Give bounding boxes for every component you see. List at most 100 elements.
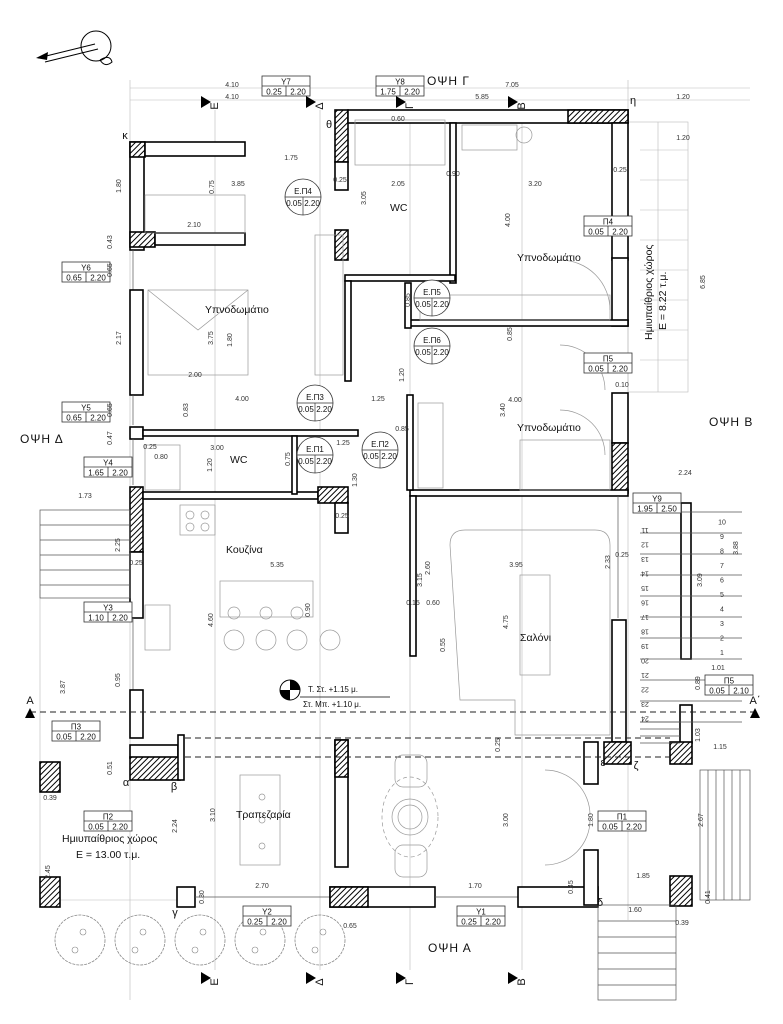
opening-tag-name: Π1 <box>617 813 628 822</box>
stair-step-number: 8 <box>720 549 724 556</box>
opening-tag-name: Π4 <box>603 218 614 227</box>
opening-tag-width: 1.75 <box>380 88 396 97</box>
opening-tag-height: 2.20 <box>112 614 128 623</box>
dimension-label: 3.95 <box>509 562 523 569</box>
dimension-label: 3.00 <box>210 445 224 452</box>
dimension-label: 4.60 <box>208 613 215 627</box>
opening-tag-height: 2.20 <box>404 88 420 97</box>
stair-step-number: 4 <box>720 607 724 614</box>
dimension-label: 3.20 <box>528 181 542 188</box>
room-label-kitchen: Κουζίνα <box>226 544 263 556</box>
dimension-label: 2.24 <box>172 819 179 833</box>
dimension-label: 2.70 <box>255 883 269 890</box>
stair-step-number: 14 <box>641 570 649 577</box>
stair-step-number: 1 <box>720 650 724 657</box>
dimension-label: 2.33 <box>605 555 612 569</box>
dimension-label: 2.67 <box>698 813 705 827</box>
stair-step-number: 18 <box>641 628 649 635</box>
elevation-label-north: ΟΨΗ Γ <box>427 74 470 88</box>
stair-step-number: 12 <box>641 541 649 548</box>
section-marker-label: Α <box>26 695 34 707</box>
dimension-label: 0.10 <box>615 382 629 389</box>
dimension-label: 6.85 <box>700 275 707 289</box>
door-tag-height: 2.20 <box>316 457 332 466</box>
dimension-label: 3.85 <box>231 181 245 188</box>
dimension-label: 1.73 <box>78 493 92 500</box>
stair-step-number: 15 <box>641 584 649 591</box>
door-tag-height: 2.20 <box>433 300 449 309</box>
dimension-label: 0.89 <box>695 676 702 690</box>
corner-point-label: η <box>630 95 636 107</box>
dimension-label: 0.80 <box>154 454 168 461</box>
dimension-label: 0.25 <box>615 552 629 559</box>
semi-outdoor-east-area: Ε = 8.22 τ.μ. <box>657 272 669 330</box>
dimension-label: 1.85 <box>636 873 650 880</box>
corner-point-label: γ <box>172 907 178 919</box>
opening-tag-height: 2.10 <box>733 687 749 696</box>
stair-step-number: 23 <box>641 700 649 707</box>
stair-step-number: 3 <box>720 621 724 628</box>
dimension-label: 0.85 <box>395 426 409 433</box>
door-tag-width: 0.05 <box>286 199 302 208</box>
dimension-label: 0.25 <box>143 444 157 451</box>
semi-outdoor-west-label: Ημιυπαίθριος χώρος <box>62 833 157 845</box>
door-tag-height: 2.20 <box>304 199 320 208</box>
dimension-label: 0.25 <box>129 560 143 567</box>
stair-step-number: 2 <box>720 636 724 643</box>
opening-tag-width: 0.05 <box>88 823 104 832</box>
section-marker-label: Γ <box>404 979 416 985</box>
dimension-label: 2.10 <box>187 222 201 229</box>
dimension-label: 4.00 <box>505 213 512 227</box>
opening-tag-height: 2.20 <box>80 733 96 742</box>
opening-tag-name: Π5 <box>724 677 735 686</box>
section-marker-label: Β <box>516 102 528 109</box>
dimension-label: 3.75 <box>208 331 215 345</box>
tree-icon <box>294 914 346 966</box>
opening-tag-height: 2.50 <box>661 505 677 514</box>
door-tag-name: Ε.Π1 <box>306 445 324 454</box>
dimension-label: 2.45 <box>45 865 52 879</box>
opening-tag-width: 0.25 <box>266 88 282 97</box>
door-tag-width: 0.05 <box>363 452 379 461</box>
dimension-label: 1.25 <box>336 440 350 447</box>
dimension-label: 5.35 <box>270 562 284 569</box>
section-arrow-icon <box>508 96 518 108</box>
dimension-label: 4.75 <box>503 615 510 629</box>
opening-tag-name: Π5 <box>603 355 614 364</box>
dimension-label: 3.05 <box>361 191 368 205</box>
dimension-label: 2.25 <box>115 538 122 552</box>
opening-tag-name: Y4 <box>103 459 113 468</box>
semi-outdoor-west-area: Ε = 13.00 τ.μ. <box>76 849 140 861</box>
stair-step-number: 5 <box>720 592 724 599</box>
opening-tag-width: 0.05 <box>602 823 618 832</box>
dimension-label: 1.20 <box>676 135 690 142</box>
opening-tag-name: Y2 <box>262 908 272 917</box>
dimension-label: 0.90 <box>446 171 460 178</box>
dimension-label: 0.25 <box>495 738 502 752</box>
dimension-label: 0.41 <box>705 890 712 904</box>
stair-step-number: 6 <box>720 578 724 585</box>
stair-step-number: 10 <box>718 520 726 527</box>
opening-tag-width: 1.95 <box>637 505 653 514</box>
dimension-label: 3.40 <box>500 403 507 417</box>
door-tag-name: Ε.Π4 <box>294 187 312 196</box>
dimension-label: 0.65 <box>107 403 114 417</box>
stair-step-number: 21 <box>641 671 649 678</box>
section-arrow-icon <box>396 972 406 984</box>
dimension-label: 7.05 <box>505 82 519 89</box>
corner-point-label: β <box>171 781 177 793</box>
dimension-label: 0.25 <box>333 177 347 184</box>
dimension-label: 1.01 <box>711 665 725 672</box>
door-tag-height: 2.20 <box>316 405 332 414</box>
